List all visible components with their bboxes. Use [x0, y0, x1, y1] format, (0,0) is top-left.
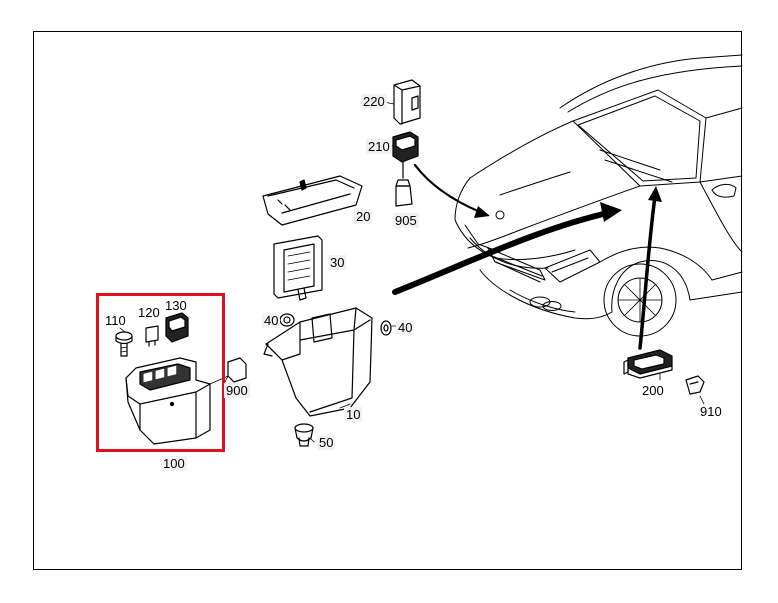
part-20-cover	[262, 175, 363, 226]
part-40-grommets	[279, 313, 392, 336]
vehicle-outline	[454, 54, 743, 337]
part-910-clip	[685, 375, 705, 395]
part-130-relay	[165, 312, 189, 343]
callout-130: 130	[165, 298, 187, 313]
callout-20: 20	[354, 209, 373, 224]
pointer-arrows	[392, 163, 662, 350]
part-110-screw	[115, 331, 133, 357]
part-30-bracket	[273, 235, 323, 301]
callout-910: 910	[700, 404, 722, 419]
part-50-plug	[294, 423, 314, 447]
part-905-plug	[395, 179, 413, 207]
part-200-module	[623, 349, 673, 379]
callout-905: 905	[393, 213, 419, 228]
callout-10: 10	[344, 407, 363, 422]
selected-part-highlight	[96, 293, 225, 452]
part-210-relay	[392, 131, 419, 179]
callout-110: 110	[105, 313, 126, 328]
diagram-frame	[33, 31, 742, 570]
callout-220: 220	[361, 94, 387, 109]
callout-200: 200	[642, 383, 664, 398]
callout-30: 30	[328, 255, 347, 270]
part-120-fuse	[145, 325, 159, 347]
callout-900: 900	[224, 383, 250, 398]
callout-40-right: 40	[396, 320, 415, 335]
part-10-housing	[263, 307, 373, 417]
part-100-fusebox	[125, 357, 211, 445]
part-220-relay-cover	[393, 79, 421, 125]
callout-40-left: 40	[262, 313, 281, 328]
callout-120: 120	[138, 305, 160, 320]
callout-210: 210	[366, 139, 392, 154]
callout-100: 100	[161, 456, 187, 471]
callout-50: 50	[317, 435, 336, 450]
